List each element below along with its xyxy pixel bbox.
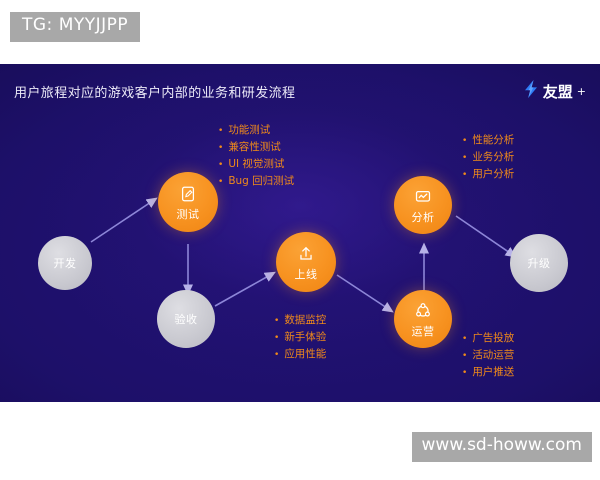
edge-develop-test: [90, 197, 158, 243]
edge-accept-launch: [214, 271, 276, 307]
site-watermark: www.sd-howw.com: [411, 432, 592, 462]
bullet-dot: •: [218, 177, 224, 187]
list-item-text: Bug 回归测试: [228, 175, 295, 187]
node-upgrade[interactable]: 升级: [510, 234, 568, 292]
list-item-text: 用户推送: [472, 366, 515, 378]
bullet-group-launch-items: • 数据监控 • 新手体验 • 应用性能: [274, 312, 326, 363]
list-item: • 数据监控: [274, 312, 326, 329]
node-label-accept: 验收: [174, 312, 198, 326]
network-hub-icon: [414, 302, 432, 324]
node-test[interactable]: 测试: [158, 172, 218, 232]
list-item-text: UI 视觉测试: [228, 158, 285, 170]
bullet-dot: •: [274, 316, 280, 326]
node-label-analyze: 分析: [411, 210, 435, 224]
monitor-chart-icon: [414, 188, 432, 210]
list-item: • 广告投放: [462, 330, 514, 347]
bullet-dot: •: [462, 334, 468, 344]
list-item-text: 新手体验: [284, 331, 327, 343]
bullet-dot: •: [462, 153, 468, 163]
upload-arrow-icon: [297, 245, 315, 267]
page-title: 用户旅程对应的游戏客户内部的业务和研发流程: [14, 86, 296, 101]
bullet-dot: •: [462, 351, 468, 361]
bullet-group-analyze-items: • 性能分析 • 业务分析 • 用户分析: [462, 132, 514, 183]
list-item: • 性能分析: [462, 132, 514, 149]
bullet-dot: •: [462, 368, 468, 378]
bullet-group-operate-items: • 广告投放 • 活动运营 • 用户推送: [462, 330, 514, 381]
node-label-upgrade: 升级: [527, 256, 551, 270]
list-item: • 新手体验: [274, 329, 326, 346]
node-label-develop: 开发: [53, 256, 77, 270]
bullet-dot: •: [218, 126, 224, 136]
list-item-text: 数据监控: [284, 314, 327, 326]
node-label-operate: 运营: [411, 324, 435, 338]
node-accept[interactable]: 验收: [157, 290, 215, 348]
list-item: • UI 视觉测试: [218, 156, 294, 173]
node-operate[interactable]: 运营: [394, 290, 452, 348]
node-label-launch: 上线: [294, 267, 318, 281]
document-edit-icon: [179, 185, 197, 207]
list-item: • 用户推送: [462, 364, 514, 381]
bullet-dot: •: [274, 350, 280, 360]
list-item-text: 兼容性测试: [228, 141, 281, 153]
list-item: • 兼容性测试: [218, 139, 294, 156]
edge-analyze-upgrade: [455, 215, 517, 258]
bullet-dot: •: [274, 333, 280, 343]
bullet-dot: •: [462, 170, 468, 180]
node-analyze[interactable]: 分析: [394, 176, 452, 234]
list-item: • 用户分析: [462, 166, 514, 183]
list-item-text: 应用性能: [284, 348, 327, 360]
brand-name: 友盟: [542, 82, 573, 101]
bullet-dot: •: [462, 136, 468, 146]
brand-plus: +: [576, 84, 586, 98]
list-item-text: 功能测试: [228, 124, 271, 136]
slide-panel: 用户旅程对应的游戏客户内部的业务和研发流程 友盟 +: [0, 64, 600, 402]
tg-tag-banner: TG: MYYJJPP: [10, 12, 141, 42]
node-launch[interactable]: 上线: [276, 232, 336, 292]
list-item-text: 用户分析: [472, 168, 515, 180]
list-item-text: 业务分析: [472, 151, 515, 163]
list-item-text: 性能分析: [472, 134, 515, 146]
list-item: • Bug 回归测试: [218, 173, 294, 190]
bullet-group-test-items: • 功能测试 • 兼容性测试 • UI 视觉测试 • Bug 回归测试: [218, 122, 294, 190]
flow-connectors: [90, 197, 517, 313]
edge-launch-operate: [336, 274, 394, 313]
list-item: • 应用性能: [274, 346, 326, 363]
list-item: • 活动运营: [462, 347, 514, 364]
list-item: • 业务分析: [462, 149, 514, 166]
node-develop[interactable]: 开发: [38, 236, 92, 290]
node-label-test: 测试: [176, 207, 200, 221]
list-item: • 功能测试: [218, 122, 294, 139]
bullet-dot: •: [218, 143, 224, 153]
brand-logo: 友盟 +: [522, 79, 586, 103]
list-item-text: 活动运营: [472, 349, 515, 361]
lightning-bolt-icon: [522, 79, 540, 103]
bullet-dot: •: [218, 160, 224, 170]
list-item-text: 广告投放: [472, 332, 515, 344]
